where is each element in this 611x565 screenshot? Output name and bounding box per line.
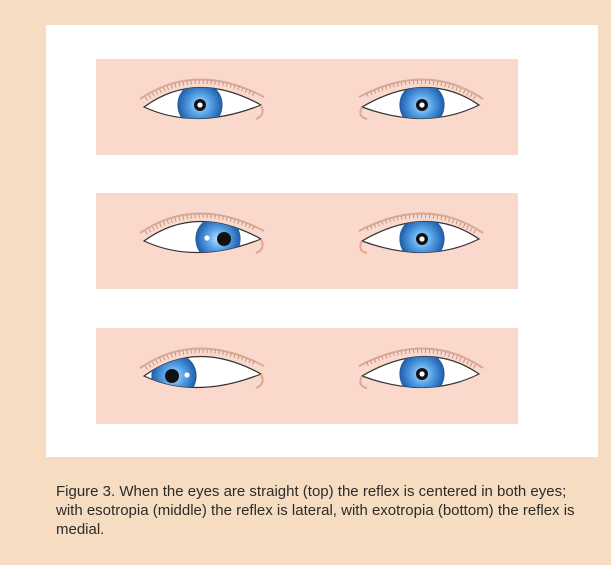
right-eye [140, 348, 264, 398]
illustration-panel [46, 25, 598, 457]
light-reflex [419, 371, 424, 376]
figure-caption: Figure 3. When the eyes are straight (to… [56, 482, 596, 539]
left-eye [359, 79, 483, 127]
left-eye [359, 213, 483, 261]
light-reflex [204, 235, 209, 240]
pupil [165, 369, 179, 383]
left-eye [359, 348, 483, 396]
light-reflex [184, 372, 189, 377]
right-eye [140, 213, 264, 261]
pupil [217, 232, 231, 246]
light-reflex [419, 102, 424, 107]
eye-row-straight [96, 59, 518, 155]
eye-row-exotropia [96, 328, 518, 424]
eye-row-esotropia [96, 193, 518, 289]
right-eye [140, 79, 264, 127]
light-reflex [419, 236, 424, 241]
light-reflex [197, 102, 202, 107]
